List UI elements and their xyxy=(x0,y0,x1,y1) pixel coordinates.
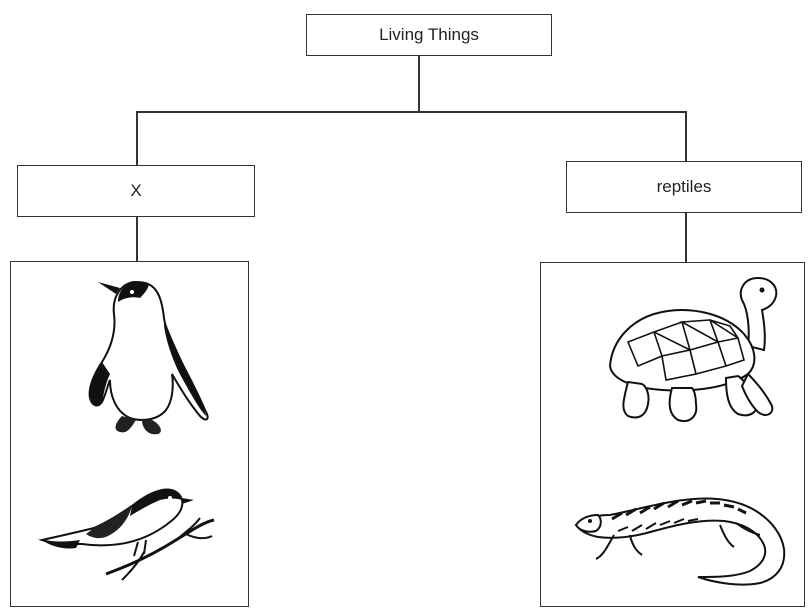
root-label: Living Things xyxy=(379,25,479,45)
root-label-box: Living Things xyxy=(306,14,552,56)
sparrow-illustration xyxy=(36,470,221,590)
horizontal-connector xyxy=(136,111,686,113)
penguin-illustration xyxy=(72,270,222,445)
left-branch-connector xyxy=(136,111,138,165)
right-panel-connector xyxy=(685,212,687,262)
tortoise-illustration xyxy=(598,270,788,440)
root-connector xyxy=(418,55,420,112)
left-label-box: X xyxy=(17,165,255,217)
right-label: reptiles xyxy=(657,177,712,197)
left-label: X xyxy=(130,181,141,201)
left-panel-connector xyxy=(136,216,138,261)
right-branch-connector xyxy=(685,111,687,161)
lizard-illustration xyxy=(570,485,802,595)
right-label-box: reptiles xyxy=(566,161,802,213)
